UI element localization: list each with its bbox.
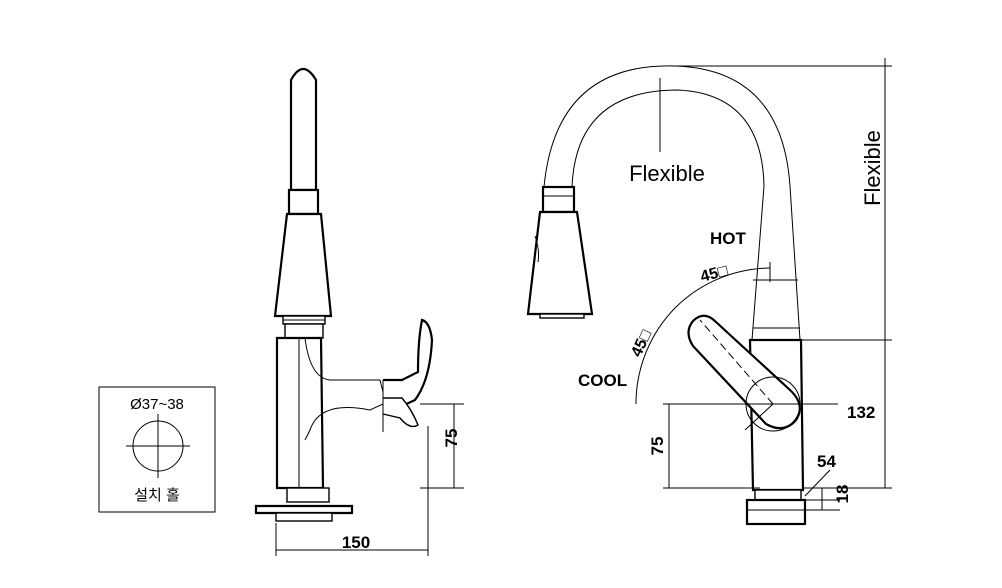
dim-132-label: 132 — [847, 403, 875, 422]
installation-hole-box: Ø37~38 설치 홀 — [98, 386, 216, 513]
dim-75-label: 75 — [648, 437, 667, 456]
dim-54-label: 54 — [817, 452, 836, 471]
dim-18-label: 18 — [833, 485, 852, 504]
arc-flexible-label: Flexible — [629, 161, 705, 186]
hole-diameter-label: Ø37~38 — [130, 396, 184, 413]
vertical-flexible-label: Flexible — [860, 130, 885, 206]
side-view-faucet — [254, 67, 464, 556]
cool-angle-label: 45□ — [628, 327, 655, 359]
hot-label: HOT — [710, 229, 747, 248]
cool-label: COOL — [578, 371, 627, 390]
side-width-dimension: 150 — [342, 533, 370, 552]
side-height-dimension: 75 — [442, 429, 461, 448]
front-view-faucet — [526, 58, 892, 526]
hot-angle-label: 45□ — [699, 262, 730, 286]
hole-caption: 설치 홀 — [134, 487, 180, 504]
